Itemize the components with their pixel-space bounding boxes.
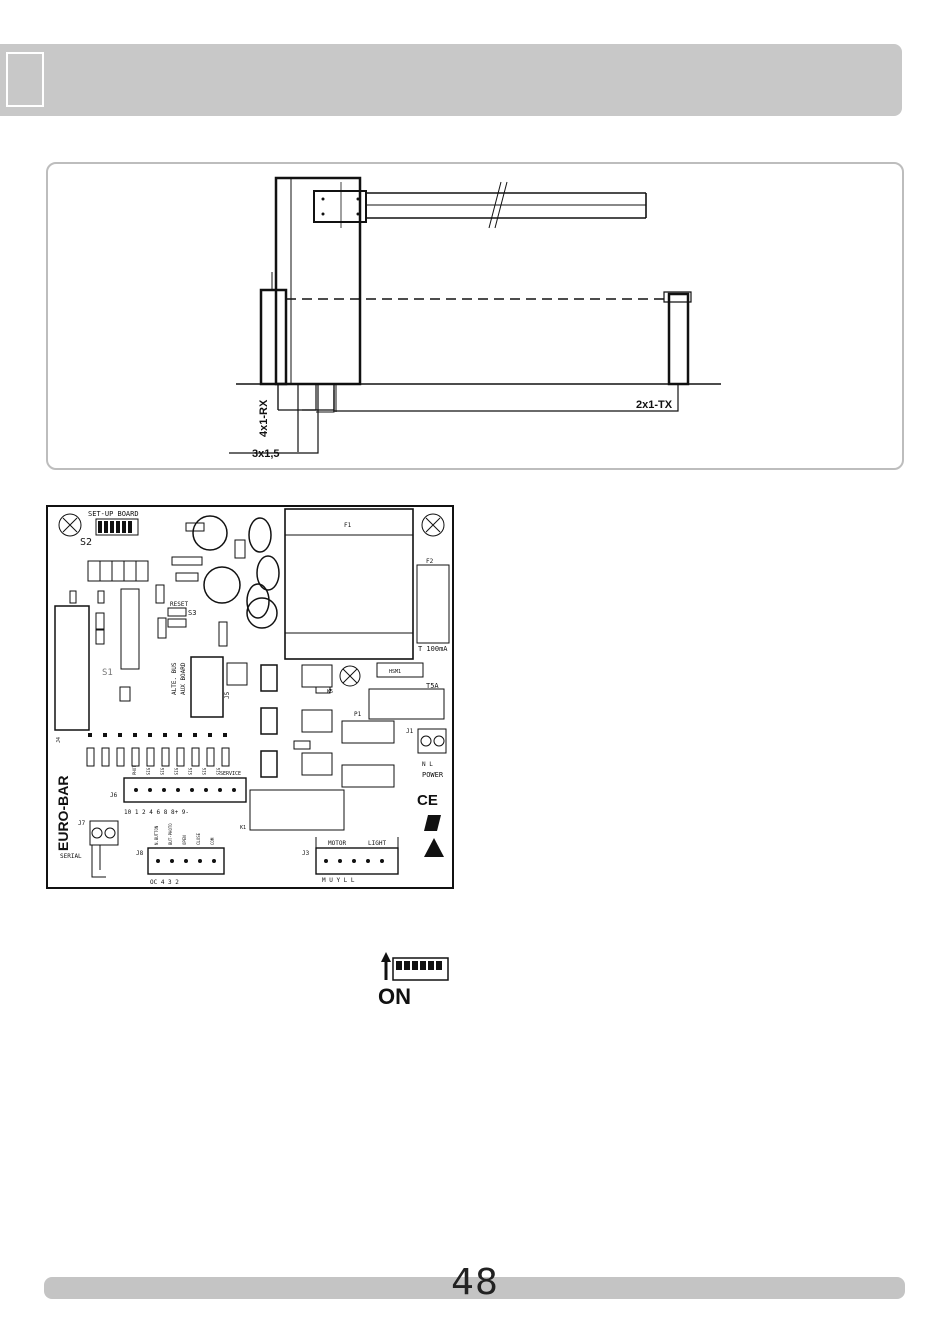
fuse-t100-label: T 100mA (418, 645, 448, 653)
header-tab-box (6, 52, 44, 107)
aux-board-label: AUX BOARD (180, 662, 187, 695)
j7-label: J7 (78, 820, 86, 827)
j3-label: J3 (302, 850, 310, 857)
motor-label: MOTOR (328, 840, 346, 847)
p1-label: P1 (354, 711, 362, 718)
j6-label-6: SIG (202, 767, 207, 775)
s2-label: S2 (80, 537, 92, 548)
j1-label: J1 (406, 728, 414, 735)
k1-label: K1 (240, 825, 246, 831)
j6-label-1: PHOT (132, 765, 137, 775)
j6-label-4: SIG (174, 767, 179, 775)
tx-cable-label: 2x1-TX (636, 399, 673, 411)
f1-label: F1 (344, 522, 352, 529)
j8-pin-numbers: OC 4 3 2 (150, 879, 179, 886)
header-bar (0, 44, 902, 116)
j3-pin-numbers: M U Y L L (322, 877, 355, 884)
dip-switch-figure: ON (378, 952, 454, 1008)
s1-label: S1 (102, 668, 113, 678)
j8-label-photo: BUT-PHOTO (168, 823, 173, 845)
dip-on-label: ON (378, 984, 411, 1008)
light-label: LIGHT (368, 840, 386, 847)
power-cable-label: 3x1,5 (252, 448, 280, 460)
serial-label: SERIAL (60, 853, 82, 860)
s3-label: S3 (188, 609, 196, 617)
j6-label-3: SIG (160, 767, 165, 775)
page-number: 48 (0, 1262, 950, 1303)
j6-label-7: SIG (216, 767, 221, 775)
j8-label-close: CLOSE (196, 832, 201, 845)
j6-pin-numbers: 10 1 2 4 6 8 8+ 9- (124, 809, 189, 816)
j8-label-com: COM (210, 837, 215, 845)
rx-cable-label: 4x1-RX (258, 399, 270, 437)
euro-bar-label: EURO-BAR (55, 776, 71, 851)
fuse-t5a-label: T5A (426, 682, 439, 690)
reset-label: RESET (170, 601, 188, 608)
control-board-diagram: SET-UP BOARD S2 F1 F2 T 100mA RESET S3 S… (46, 505, 454, 889)
j8-label-button: N.BUTTON (154, 825, 159, 845)
j8-label: J8 (136, 850, 144, 857)
j6-label: J6 (110, 792, 118, 799)
j4-label: J4 (56, 737, 62, 743)
aux-board-alt-label: ALTE. BUS (171, 662, 178, 695)
installation-diagram: 4x1-RX 3x1,5 2x1-TX (46, 162, 904, 470)
j6-label-2: SIG (146, 767, 151, 775)
k5-label: K5 (327, 689, 333, 695)
setup-board-label: SET-UP BOARD (88, 510, 139, 518)
f2-label: F2 (426, 558, 434, 565)
j6-label-5: SIG (188, 767, 193, 775)
ce-mark: CE (417, 792, 438, 809)
arrow-up-icon (381, 952, 391, 980)
power-label: POWER (422, 771, 444, 779)
j8-label-open: OPEN (182, 835, 187, 845)
hsm-label: HSM1 (389, 669, 401, 675)
service-label: SERVICE (220, 771, 241, 777)
j5-label: J5 (224, 691, 231, 699)
n-l-label: N L (422, 761, 433, 768)
